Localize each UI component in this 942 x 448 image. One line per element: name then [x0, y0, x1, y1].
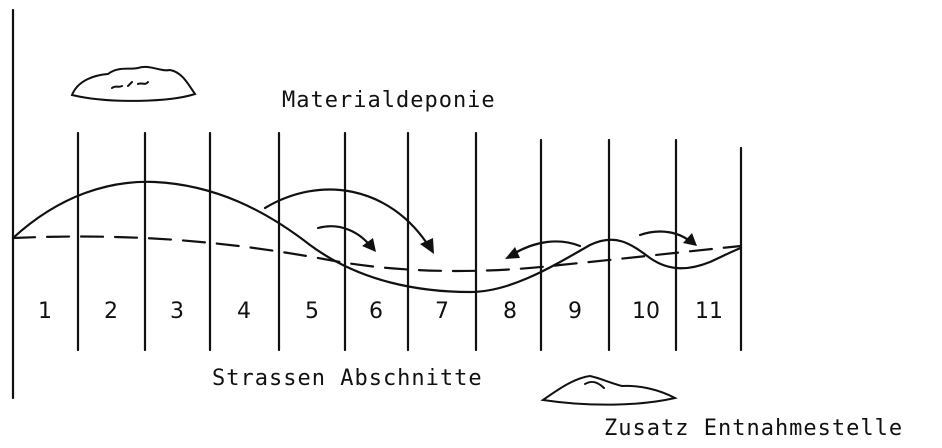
- section-number: 8: [503, 299, 517, 324]
- section-number: 9: [568, 299, 582, 324]
- section-number: 10: [632, 299, 660, 324]
- terrain-profile-line: [11, 180, 743, 294]
- transport-arrow: [508, 240, 582, 258]
- material-heap-icon: [70, 65, 197, 102]
- section-number: 1: [38, 299, 52, 324]
- section-number: 11: [695, 299, 723, 324]
- arrowhead: [505, 247, 520, 259]
- extraction-site-icon: [540, 374, 678, 406]
- transport-arrow: [263, 188, 432, 250]
- road-sections-label: Strassen Abschnitte: [212, 366, 483, 391]
- section-number: 2: [104, 299, 118, 324]
- section-number: 7: [435, 299, 449, 324]
- section-number: 5: [305, 299, 319, 324]
- arrowhead: [362, 238, 376, 252]
- arrowhead: [683, 233, 697, 246]
- section-number: 4: [237, 299, 251, 324]
- section-number: 3: [170, 299, 184, 324]
- section-number: 6: [369, 299, 383, 324]
- extraction-site-label: Zusatz Entnahmestelle: [604, 416, 904, 441]
- material-depot-label: Materialdeponie: [282, 88, 496, 113]
- transport-arrow: [638, 230, 694, 245]
- grade-line: [11, 235, 743, 273]
- arrowhead: [420, 238, 434, 254]
